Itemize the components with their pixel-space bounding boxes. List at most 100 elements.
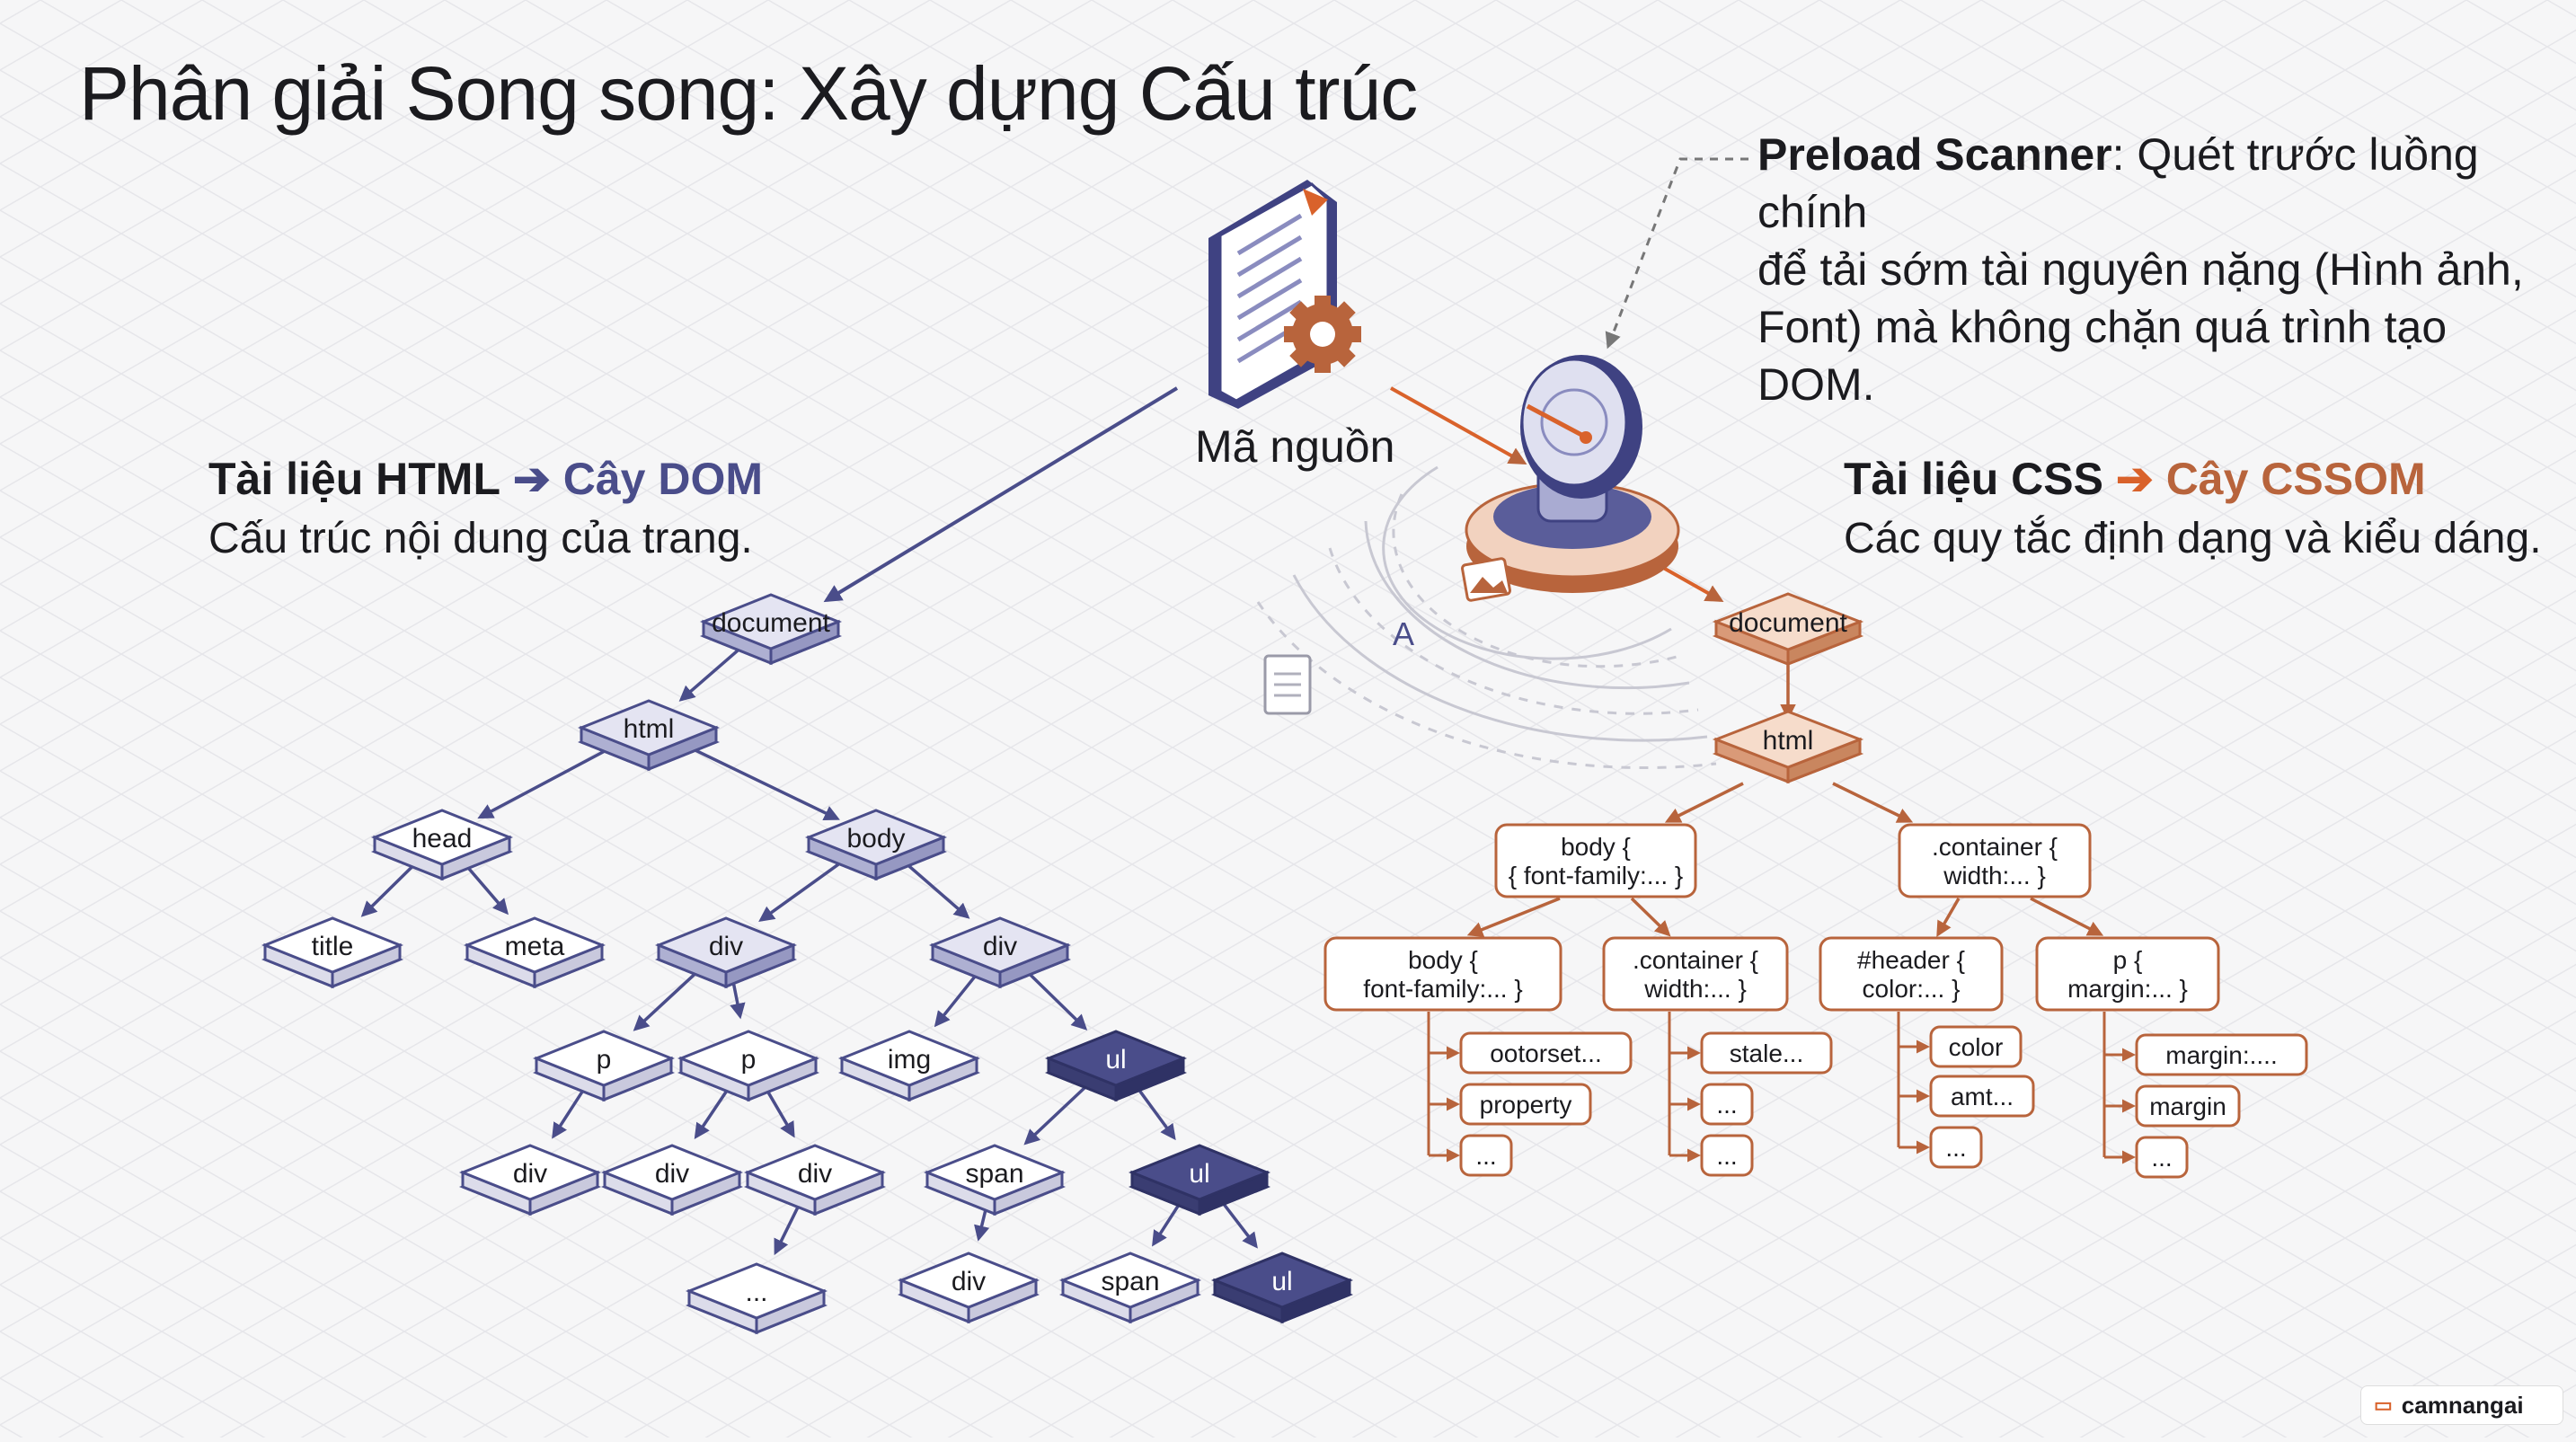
- leaf-g3-1: amt...: [1929, 1075, 2035, 1118]
- node-dom-p1: p: [532, 1030, 676, 1102]
- node-label-dom-img: img: [888, 1045, 931, 1075]
- node-css-document: document: [1712, 592, 1864, 667]
- html-panel-heading: Tài liệu HTML ➔ Cây DOM: [208, 453, 763, 505]
- node-dom-div6: div: [897, 1252, 1040, 1324]
- leaf-g3-0: color: [1929, 1025, 2023, 1068]
- node-dom-span2: span: [1058, 1252, 1202, 1324]
- node-dom-p2: p: [677, 1030, 820, 1102]
- callout-pointer: [1605, 157, 1748, 349]
- leaf-text-g4-2: ...: [2151, 1144, 2172, 1172]
- node-label-dom-document: document: [712, 608, 830, 638]
- node-dom-div1: div: [654, 916, 798, 989]
- leaf-text-g4-0: margin:....: [2165, 1041, 2277, 1069]
- leaf-g4-2: ...: [2135, 1136, 2189, 1179]
- leaf-text-g2-1: ...: [1716, 1091, 1737, 1119]
- file-icon: [1263, 654, 1312, 715]
- font-icon: A: [1393, 615, 1414, 652]
- tree-edge: [678, 643, 745, 702]
- tree-edge: [1152, 1201, 1182, 1247]
- cssom-tree-label: Cây CSSOM: [2165, 454, 2426, 504]
- source-code-label: Mã nguồn: [1195, 421, 1395, 472]
- node-dom-ul2: ul: [1128, 1144, 1271, 1216]
- rule-body-top: body {{ font-family:... }: [1494, 823, 1697, 898]
- rule-container-top: .container {width:... }: [1898, 823, 2092, 898]
- node-dom-document: document: [699, 593, 843, 666]
- node-label-css-html: html: [1763, 726, 1814, 756]
- tree-edge: [1023, 1082, 1092, 1146]
- node-label-dom-div6: div: [952, 1267, 986, 1296]
- tree-edge: [1832, 782, 1914, 823]
- node-label-dom-div5: div: [798, 1159, 832, 1189]
- rule-container-mid: .container {width:... }: [1602, 936, 1789, 1012]
- tree-edge: [1466, 897, 1561, 937]
- node-label-dom-p2: p: [741, 1045, 757, 1075]
- tree-edge: [1664, 782, 1744, 823]
- node-dom-ul1: ul: [1044, 1030, 1188, 1102]
- leaf-g2-1: ...: [1700, 1083, 1754, 1126]
- leaf-text-g1-2: ...: [1475, 1142, 1496, 1170]
- tree-edge: [552, 1087, 586, 1139]
- preload-scanner-line2: để tải sớm tài nguyên nặng (Hình ảnh,: [1757, 244, 2524, 295]
- tree-edge: [477, 743, 618, 819]
- node-label-dom-span2: span: [1101, 1267, 1159, 1296]
- arrow-right-icon: ➔: [512, 454, 551, 504]
- node-label-dom-body: body: [846, 824, 905, 854]
- leaf-text-g3-2: ...: [1945, 1134, 1966, 1162]
- node-dom-div4: div: [600, 1144, 744, 1216]
- rule-text-header-mid-0: #header {: [1857, 946, 1965, 974]
- radar-scanner-icon: [1256, 355, 1717, 769]
- tree-edge: [974, 1207, 990, 1242]
- leaf-text-g4-1: margin: [2149, 1093, 2226, 1120]
- html-doc-label: Tài liệu HTML: [208, 454, 500, 504]
- tree-edge: [758, 856, 848, 923]
- leaf-g2-0: stale...: [1700, 1031, 1833, 1075]
- leaf-text-g2-0: stale...: [1730, 1039, 1803, 1067]
- arrow-right-icon: ➔: [2115, 454, 2154, 504]
- tree-edge: [633, 968, 701, 1031]
- watermark-text: camnangai: [2401, 1391, 2524, 1419]
- preload-scanner-desc: : Quét trước luồng chính: [1757, 129, 2479, 237]
- preload-scanner-line3: Font) mà không chặn quá trình tạo DOM.: [1757, 302, 2448, 410]
- rule-text-body-top-1: { font-family:... }: [1509, 862, 1684, 889]
- tree-edge: [774, 1204, 801, 1256]
- css-panel-heading: Tài liệu CSS ➔ Cây CSSOM: [1844, 453, 2426, 505]
- node-dom-html: html: [577, 699, 721, 772]
- dom-tree-label: Cây DOM: [562, 454, 763, 504]
- node-label-dom-ul1: ul: [1105, 1045, 1126, 1075]
- rule-text-container-top-0: .container {: [1932, 833, 2058, 861]
- rule-header-mid: #header {color:... }: [1819, 936, 2004, 1012]
- node-css-html: html: [1712, 710, 1864, 784]
- rule-text-header-mid-1: color:... }: [1863, 975, 1961, 1003]
- leaf-text-g1-1: property: [1480, 1091, 1572, 1119]
- leaf-text-g2-2: ...: [1716, 1142, 1737, 1170]
- leaf-g1-1: property: [1459, 1083, 1592, 1126]
- tree-edge: [1936, 898, 1961, 938]
- tree-edge: [934, 972, 979, 1028]
- html-panel-subtitle: Cấu trúc nội dung của trang.: [208, 515, 753, 562]
- rule-body-mid: body {font-family:... }: [1323, 936, 1562, 1012]
- node-label-dom-div3: div: [513, 1159, 547, 1189]
- gear-icon: [1284, 296, 1361, 373]
- node-label-dom-meta: meta: [505, 932, 565, 961]
- rule-text-body-top-0: body {: [1561, 833, 1631, 861]
- node-label-dom-title: title: [312, 932, 354, 961]
- rule-text-p-mid-1: margin:... }: [2067, 975, 2188, 1003]
- node-dom-ul3: ul: [1210, 1252, 1354, 1324]
- node-label-dom-div1: div: [709, 932, 743, 961]
- tree-edge: [765, 1088, 795, 1138]
- node-label-css-document: document: [1729, 608, 1847, 638]
- leaf-text-g1-0: ootorset...: [1490, 1039, 1602, 1067]
- node-dom-div2: div: [928, 916, 1072, 989]
- tree-edge: [694, 1087, 730, 1140]
- node-dom-img: img: [837, 1030, 981, 1102]
- rule-text-p-mid-0: p {: [2113, 946, 2143, 974]
- node-dom-div3: div: [458, 1144, 602, 1216]
- css-panel-subtitle: Các quy tắc định dạng và kiểu dáng.: [1844, 515, 2542, 562]
- tree-edge: [464, 863, 509, 916]
- node-dom-span1: span: [923, 1144, 1067, 1216]
- node-label-dom-span1: span: [965, 1159, 1023, 1189]
- leaf-g3-2: ...: [1929, 1126, 1983, 1169]
- node-dom-div5: div: [743, 1144, 887, 1216]
